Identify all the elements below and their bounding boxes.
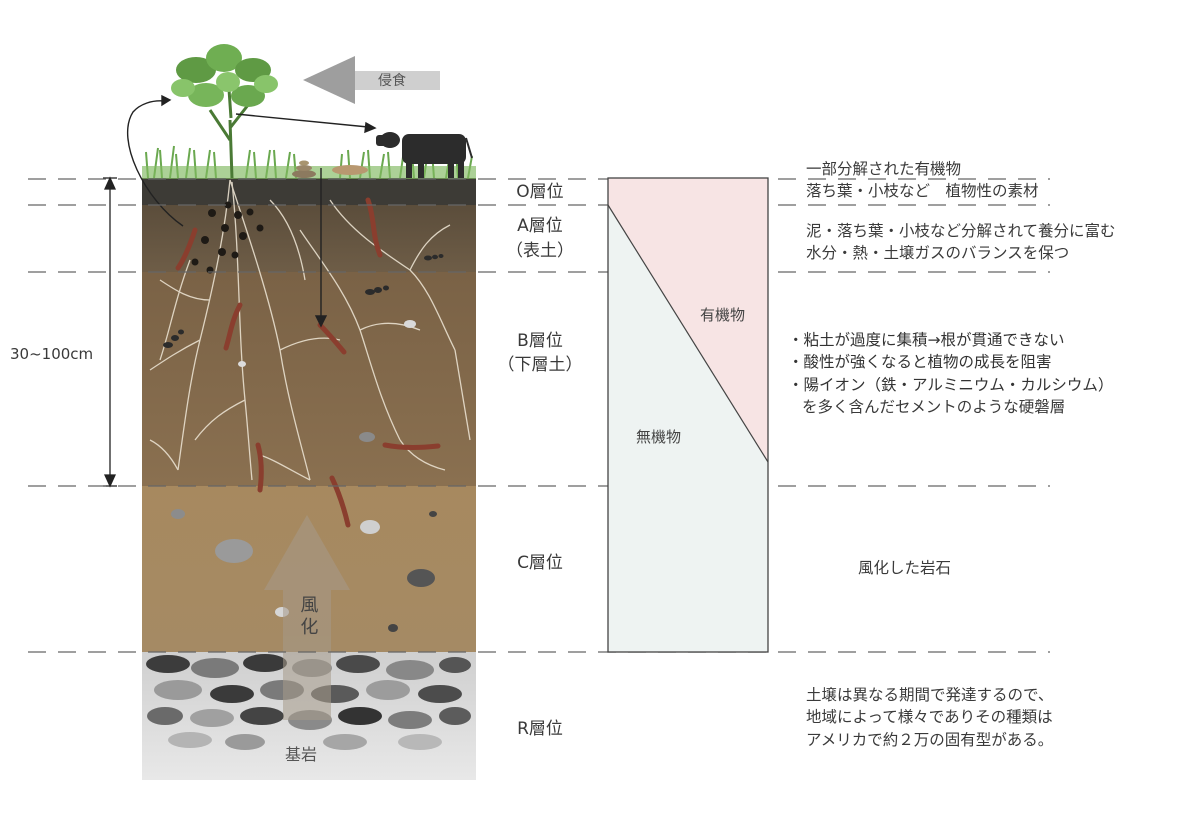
cow-icon <box>376 132 473 178</box>
r-layer-desc: 土壌は異なる期間で発達するので、 地域によって様々でありその種類は アメリカで約… <box>806 686 1054 749</box>
layer-boundaries <box>28 178 1050 653</box>
a-layer-name: A層位 <box>517 216 563 236</box>
organic-label: 有機物 <box>700 306 746 324</box>
worm-icon <box>175 197 441 528</box>
bedrock-stones <box>146 654 471 750</box>
b-bullet: 粘土が過度に集積→根が貫通できない <box>788 329 1113 351</box>
c-layer-desc: 風化した岩石 <box>858 559 952 577</box>
o-layer-desc: 一部分解された有機物 落ち葉・小枝など 植物性の素材 <box>806 160 1039 201</box>
a-layer-sub: （表土） <box>506 241 574 261</box>
b-layer-desc: 粘土が過度に集積→根が貫通できない 酸性が強くなると植物の成長を阻害 陽イオン（… <box>788 329 1113 419</box>
b-layer-sub: （下層土） <box>497 355 583 375</box>
nutrient-cycle-arrows <box>127 94 377 328</box>
b-bullet: 酸性が強くなると植物の成長を阻害 <box>788 351 1113 373</box>
plant-icon <box>171 44 278 179</box>
pebble-icon <box>171 320 437 632</box>
c-layer-name: C層位 <box>517 553 563 573</box>
organic-area <box>608 178 768 462</box>
depth-bracket <box>103 176 117 488</box>
b-bullet: 陽イオン（鉄・アルミニウム・カルシウム） <box>788 374 1114 396</box>
o-layer-band <box>142 178 476 205</box>
plant-roots <box>149 179 471 481</box>
composition-panel <box>607 177 769 653</box>
depth-label: 30~100cm <box>10 345 94 363</box>
o-layer-name: O層位 <box>516 182 564 202</box>
ant-icon <box>163 254 444 348</box>
a-layer-desc: 泥・落ち葉・小枝など分解されて養分に富む 水分・熱・土壌ガスのバランスを保つ <box>806 222 1116 263</box>
erosion-arrow-icon <box>303 56 440 104</box>
inorganic-label: 無機物 <box>636 428 682 446</box>
b-bullet-continued: を多く含んだセメントのような硬磐層 <box>802 398 1066 417</box>
litter-icon <box>292 160 368 178</box>
bedrock-label: 基岩 <box>285 745 318 764</box>
b-layer-band <box>142 272 476 486</box>
organic-nodules <box>191 201 264 274</box>
weathering-label: 風化 <box>297 595 319 639</box>
b-layer-name: B層位 <box>517 331 563 351</box>
r-layer-name: R層位 <box>517 719 563 739</box>
weathering-arrow-icon <box>264 515 350 720</box>
erosion-label: 侵食 <box>378 73 406 89</box>
